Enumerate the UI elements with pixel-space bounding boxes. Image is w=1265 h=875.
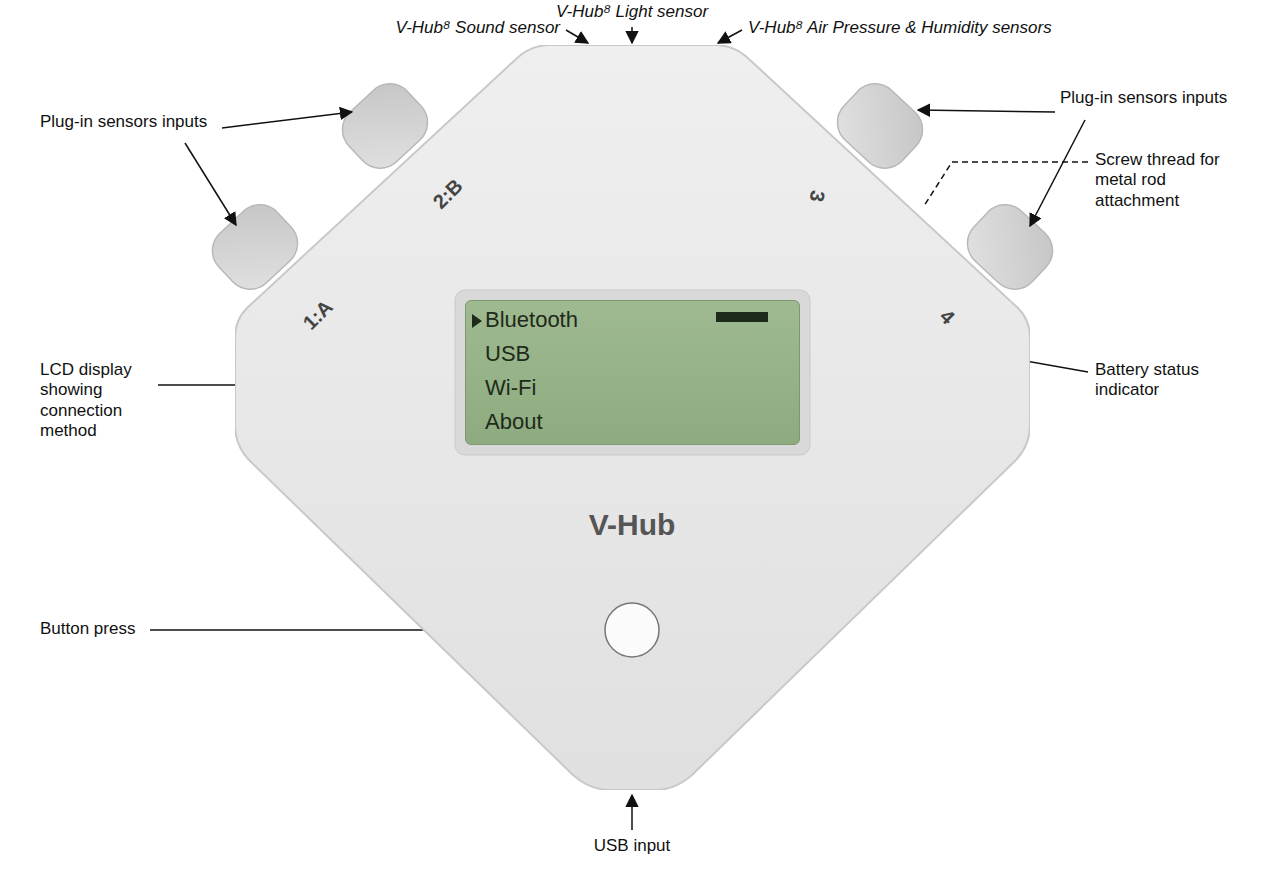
callout-label: V-Hub⁸ Sound sensor <box>330 18 560 38</box>
callout-label: Plug-in sensors inputs <box>40 112 230 132</box>
callout-label: Screw thread for metal rod attachment <box>1095 150 1245 211</box>
callout-label: Button press <box>40 619 150 639</box>
callout-label: V-Hub⁸ Air Pressure & Humidity sensors <box>748 18 1088 38</box>
push-button <box>605 603 659 657</box>
housing-shape <box>235 45 1030 790</box>
lcd-screen: BluetoothUSB Wi-FiAbout <box>465 300 800 445</box>
leader-arrow <box>1030 120 1085 226</box>
lcd-bezel <box>455 290 810 455</box>
callout-label: V-Hub⁸ Light sensor <box>482 2 782 22</box>
leader-arrow <box>631 795 633 830</box>
callout-label: LCD display showing connection method <box>40 360 155 442</box>
callout-label: Plug-in sensors inputs <box>1060 88 1250 108</box>
battery-bar <box>716 312 768 322</box>
dashed-leader <box>924 162 1088 206</box>
callout-label: USB input <box>552 836 712 856</box>
leader-arrow <box>566 30 588 43</box>
leader-arrow <box>185 143 236 225</box>
callout-label: Battery status indicator <box>1095 360 1235 401</box>
device-name: V-Hub <box>589 508 676 542</box>
menu-item: About <box>485 409 543 435</box>
leader-arrow <box>631 27 633 43</box>
menu-cursor <box>472 314 482 328</box>
device-housing: 1:A2:B34V-HubBluetoothUSBWi-FiAbout <box>235 45 1030 790</box>
menu-item: Bluetooth <box>485 307 578 333</box>
leader-arrow <box>718 30 742 43</box>
menu-item: Wi-Fi <box>485 375 536 401</box>
leader-arrow <box>918 110 1055 112</box>
leader-arrow <box>222 112 352 128</box>
menu-item: USB <box>485 341 530 367</box>
